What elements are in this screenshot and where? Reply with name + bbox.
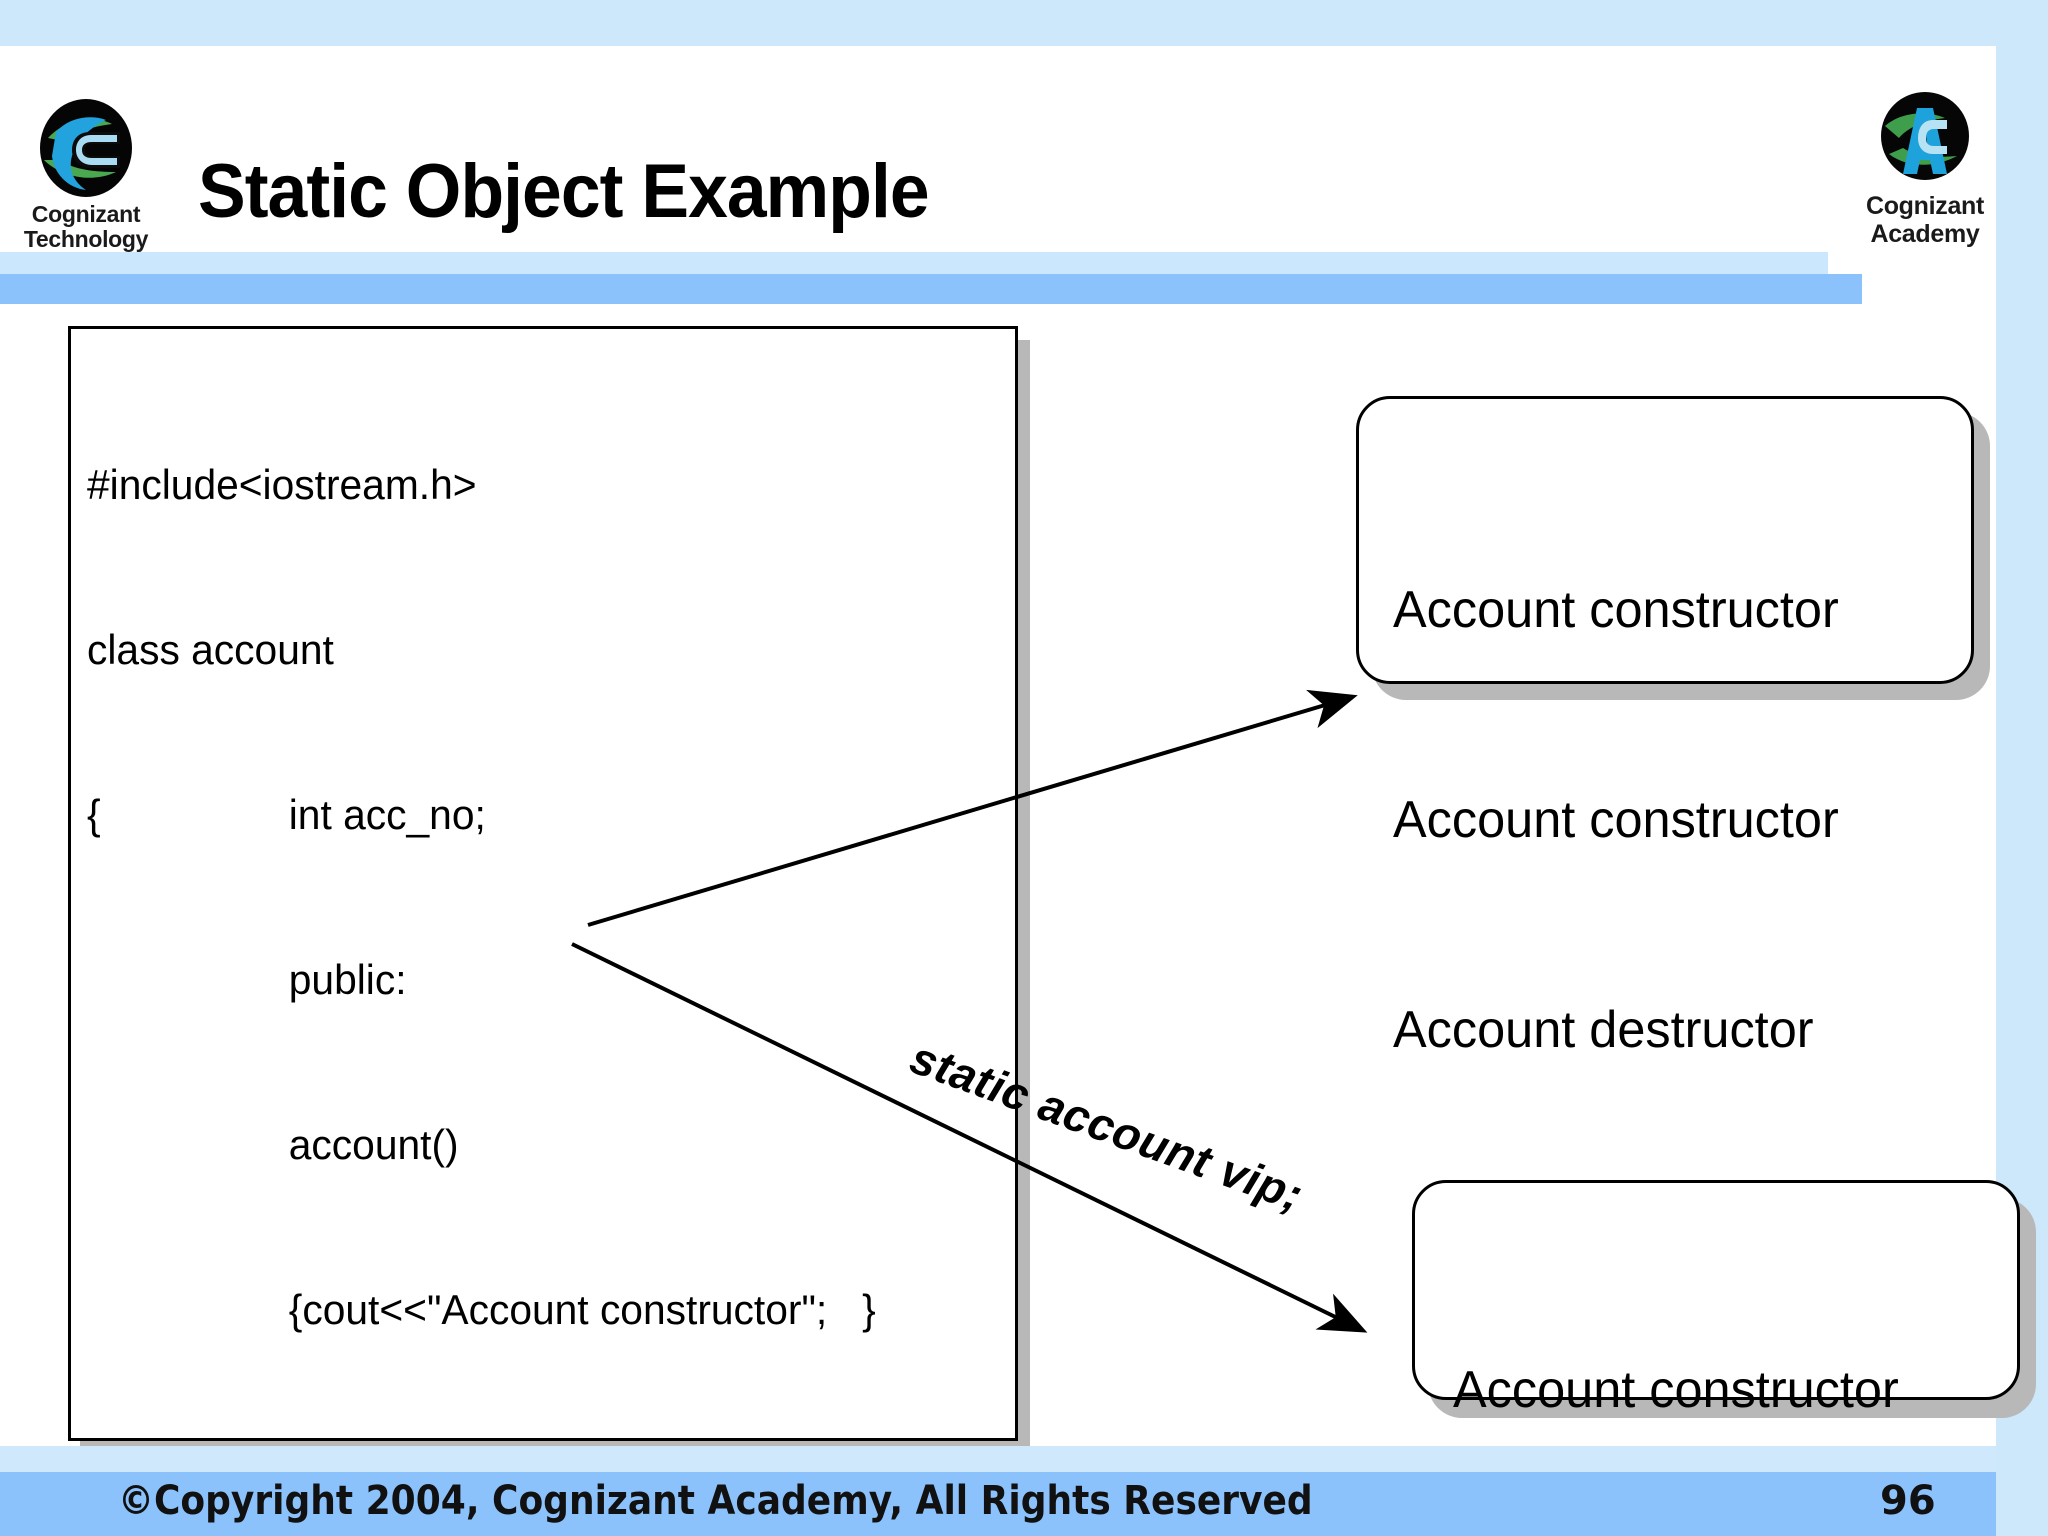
logo-left-line-1: Cognizant <box>31 201 141 227</box>
code-line: account() <box>288 1121 459 1168</box>
callout-line: Account constructor <box>1393 581 1839 639</box>
cognizant-academy-logo: Cognizant Academy <box>1860 88 1990 286</box>
code-line: {int acc_no; <box>87 791 486 838</box>
cognizant-globe-icon <box>40 99 132 197</box>
code-listing: #include<iostream.h> class account {int … <box>87 347 876 1438</box>
divider-bar-dark <box>0 274 1862 304</box>
callout-output-without-static: Account constructor Account constructor … <box>1356 396 1974 1059</box>
code-block: #include<iostream.h> class account {int … <box>68 326 1018 1441</box>
cognizant-academy-icon <box>1881 92 1969 180</box>
footer-band <box>0 1472 1996 1536</box>
callout-line: Account destructor <box>1393 1001 1814 1059</box>
logo-right-line-1: Cognizant <box>1865 192 1985 220</box>
callout-bottom-lines: Account constructor Account constructor <box>1453 1215 1899 1536</box>
code-line: #include<iostream.h> <box>87 461 477 508</box>
slide-header: Cognizant Technology Solutions Static Ob… <box>0 46 1996 276</box>
callout-line: Account constructor <box>1393 791 1839 849</box>
code-line: public: <box>288 956 407 1003</box>
logo-right-line-2: Academy <box>1870 220 1980 248</box>
code-line: class account <box>87 626 334 673</box>
divider-bar-light <box>0 252 1828 274</box>
footer-band-light <box>0 1446 1996 1472</box>
callout-top-lines: Account constructor Account constructor … <box>1393 435 1839 1205</box>
callout-line: Account constructor <box>1453 1361 1899 1419</box>
code-line: {cout<<"Account constructor";} <box>288 1286 876 1333</box>
logo-left-line-2: Technology <box>23 225 149 252</box>
page-title: Static Object Example <box>198 149 930 234</box>
callout-output-with-static: Account constructor Account constructor <box>1412 1180 2020 1419</box>
footer-copyright: ©Copyright 2004, Cognizant Academy, All … <box>118 1478 1313 1524</box>
page-number: 96 <box>1880 1478 1936 1524</box>
frame-top-band <box>0 0 2048 46</box>
